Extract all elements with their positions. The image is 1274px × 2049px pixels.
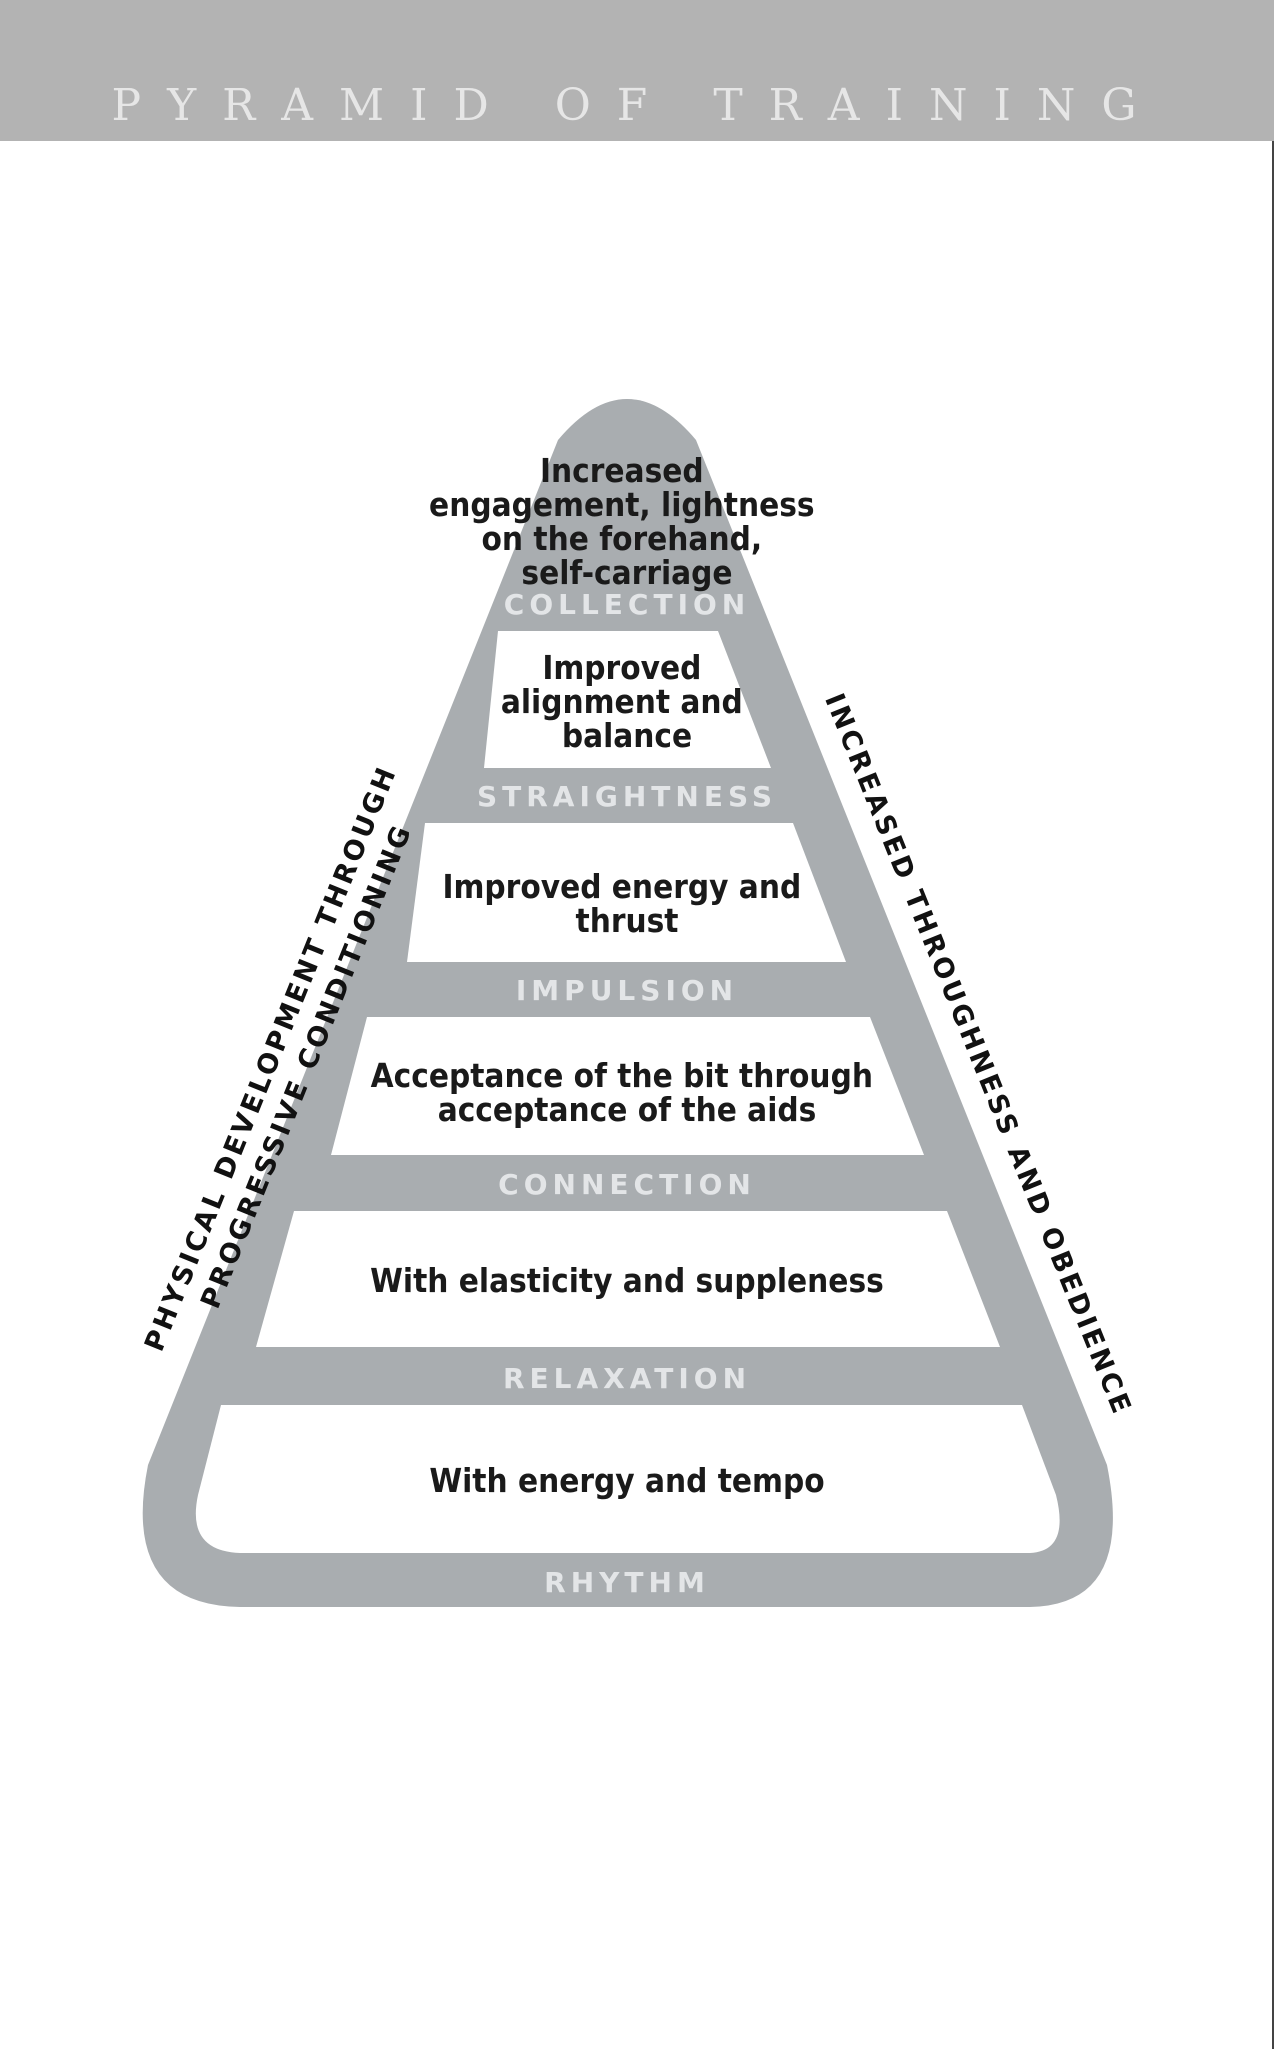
tier-name-straightness: Straightness bbox=[477, 780, 777, 813]
header-band bbox=[0, 0, 1274, 141]
level-relaxation-cell bbox=[256, 1211, 1000, 1347]
tier-name-connection: Connection bbox=[498, 1168, 756, 1201]
level-impulsion-cell bbox=[407, 823, 846, 962]
connection-description: Acceptance of the bit through acceptance… bbox=[371, 1056, 884, 1129]
level-connection-cell bbox=[331, 1017, 924, 1155]
impulsion-description: Improved energy and thrust bbox=[442, 867, 811, 940]
level-rhythm-cell bbox=[195, 1405, 1060, 1553]
collection-description: Increased engagement, lightness on the f… bbox=[429, 451, 825, 592]
tier-name-impulsion: Impulsion bbox=[516, 974, 738, 1007]
relaxation-description: With elasticity and suppleness bbox=[370, 1261, 884, 1300]
rhythm-description: With energy and tempo bbox=[429, 1461, 824, 1500]
tier-name-relaxation: Relaxation bbox=[503, 1362, 751, 1395]
page-edge-rule bbox=[1272, 141, 1274, 2049]
level-straightness-cell bbox=[484, 631, 771, 768]
straightness-description: Improved alignment and balance bbox=[501, 648, 753, 755]
page-title: Pyramid of Training bbox=[111, 80, 1163, 131]
tier-name-rhythm: Rhythm bbox=[544, 1566, 710, 1599]
tier-name-collection: Collection bbox=[504, 588, 750, 621]
